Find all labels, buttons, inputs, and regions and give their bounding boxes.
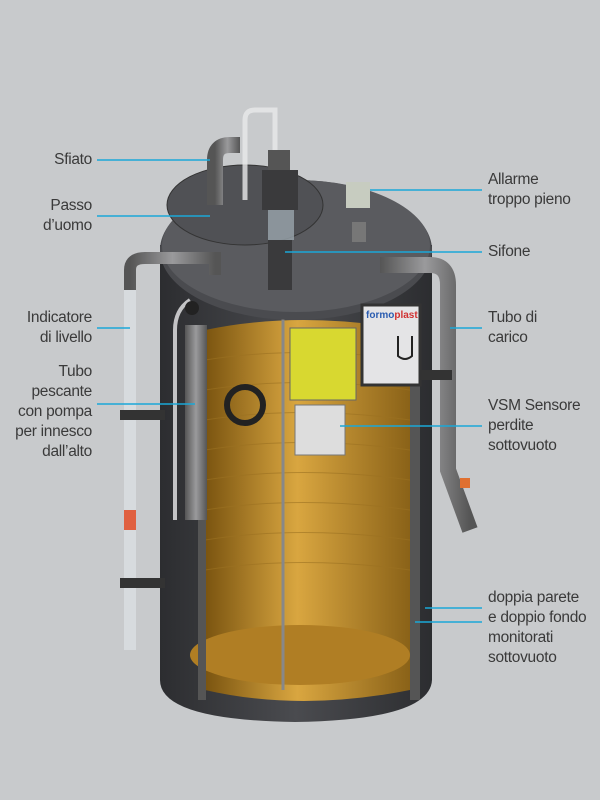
label-line: e doppio fondo [488, 609, 587, 626]
label-line: di livello [39, 329, 92, 346]
label-line: per innesco [15, 423, 92, 440]
label-sifone: Sifone [488, 242, 530, 262]
label-line: d’uomo [42, 217, 92, 234]
label-line: Passo [50, 197, 92, 214]
label-line: Tubo [58, 363, 92, 380]
label-vsm-sensore: VSM Sensore perdite sottovuoto [488, 396, 581, 456]
label-indicatore-livello: Indicatore di livello [27, 308, 92, 348]
label-line: monitorati [488, 629, 554, 646]
label-line: Sifone [488, 243, 531, 260]
label-passo-duomo: Passo d’uomo [43, 196, 92, 236]
label-line: sottovuoto [488, 649, 557, 666]
label-line: Indicatore [26, 309, 92, 326]
label-allarme: Allarme troppo pieno [488, 170, 571, 210]
label-tubo-pescante: Tubo pescante con pompa per innesco dall’alt… [15, 362, 92, 462]
logo-part1: formo [366, 310, 394, 321]
pipes [120, 107, 478, 650]
label-line: troppo pieno [488, 191, 571, 208]
svg-text:formoplast: formoplast [366, 310, 418, 321]
label-line: Sfiato [54, 151, 92, 168]
label-doppia-parete: doppia parete e doppio fondo monitorati sot… [488, 588, 587, 668]
label-line: con pompa [18, 403, 92, 420]
label-line: perdite [488, 417, 534, 434]
label-line: Allarme [488, 171, 539, 188]
leader-lines [97, 159, 482, 623]
label-line: dall’alto [42, 443, 92, 460]
label-line: carico [488, 329, 528, 346]
label-sfiato: Sfiato [54, 150, 92, 170]
label-tubo-carico: Tubo di carico [488, 308, 537, 348]
label-line: VSM Sensore [488, 397, 581, 414]
logo-part2: plast [394, 310, 418, 321]
label-line: doppia parete [488, 589, 579, 606]
vsm-sensor-box [289, 327, 357, 401]
label-line: sottovuoto [488, 437, 557, 454]
label-line: pescante [31, 383, 92, 400]
label-line: Tubo di [488, 309, 538, 326]
formoplast-plate: formoplast [360, 303, 422, 387]
